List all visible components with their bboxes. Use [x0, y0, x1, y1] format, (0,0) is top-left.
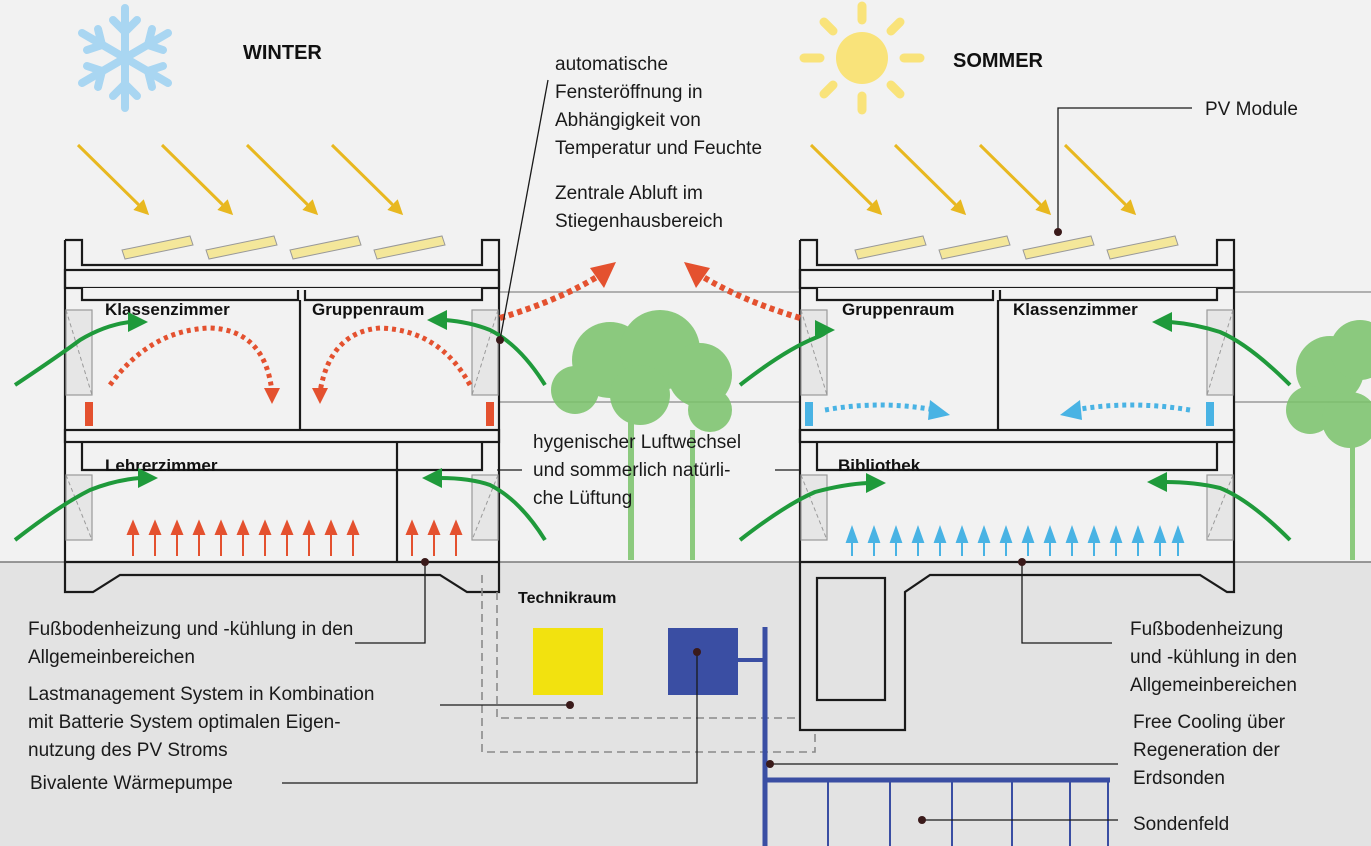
battery-system-icon	[533, 628, 603, 695]
pv-panels-summer	[854, 235, 1179, 260]
tree-icon	[551, 310, 732, 560]
floor-cooling-arrows	[845, 525, 1185, 556]
svg-text:Zentrale Abluft im: Zentrale Abluft im	[555, 183, 703, 204]
room-klassenzimmer-summer: Klassenzimmer	[1013, 300, 1138, 319]
svg-text:Abhängigkeit von: Abhängigkeit von	[555, 110, 701, 131]
svg-text:Stiegenhausbereich: Stiegenhausbereich	[555, 211, 723, 232]
svg-text:Allgemeinbereichen: Allgemeinbereichen	[1130, 675, 1297, 696]
cooler-icon	[805, 402, 813, 426]
floor-heating-arrows	[126, 519, 463, 556]
annotation-heat-pump: Bivalente Wärmepumpe	[30, 773, 233, 794]
winter-building	[63, 238, 501, 594]
warm-air-arrows	[107, 262, 801, 404]
annotation-probe-field: Sondenfeld	[1133, 814, 1229, 835]
season-winter-label: WINTER	[243, 42, 322, 64]
svg-text:Fußbodenheizung und -kühlung i: Fußbodenheizung und -kühlung in den	[28, 619, 353, 640]
room-gruppenraum-winter: Gruppenraum	[312, 300, 424, 319]
annotation-load-management: Lastmanagement System in Kombination mit…	[28, 684, 374, 761]
svg-text:und -kühlung in den: und -kühlung in den	[1130, 647, 1297, 668]
fresh-air-arrowheads	[128, 310, 1172, 493]
summer-building	[798, 238, 1236, 732]
room-bibliothek: Bibliothek	[838, 456, 921, 475]
pv-panels-winter	[121, 235, 446, 260]
annotation-exhaust: Zentrale Abluft im Stiegenhausbereich	[555, 183, 723, 232]
sun-rays-winter	[76, 143, 404, 216]
annotation-floor-left: Fußbodenheizung und -kühlung in den Allg…	[28, 619, 353, 668]
annotation-window-opening: automatische Fensteröffnung in Abhängigk…	[555, 54, 762, 159]
room-klassenzimmer-winter: Klassenzimmer	[105, 300, 230, 319]
svg-text:Fußbodenheizung: Fußbodenheizung	[1130, 619, 1283, 640]
ground-probe-field	[738, 627, 1110, 846]
svg-text:Temperatur und Feuchte: Temperatur und Feuchte	[555, 138, 762, 159]
svg-text:Regeneration der: Regeneration der	[1133, 740, 1280, 761]
annotation-floor-right: Fußbodenheizung und -kühlung in den Allg…	[1130, 619, 1297, 696]
technikraum-label: Technikraum	[518, 590, 616, 607]
svg-text:Fensteröffnung in: Fensteröffnung in	[555, 82, 703, 103]
svg-text:nutzung des PV Stroms: nutzung des PV Stroms	[28, 740, 228, 761]
svg-text:che Lüftung: che Lüftung	[533, 488, 632, 509]
technik-room: Technikraum	[481, 575, 816, 753]
heat-pump-icon	[668, 628, 738, 695]
tree-icon-right	[1286, 320, 1371, 560]
svg-text:Free Cooling über: Free Cooling über	[1133, 712, 1286, 733]
season-summer-label: SOMMER	[953, 50, 1044, 72]
svg-text:mit Batterie System optimalen: mit Batterie System optimalen Eigen-	[28, 712, 341, 733]
svg-text:und sommerlich natürli-: und sommerlich natürli-	[533, 460, 730, 481]
svg-text:hygenischer Luftwechsel: hygenischer Luftwechsel	[533, 432, 741, 453]
annotation-free-cooling: Free Cooling über Regeneration der Erdso…	[1133, 712, 1286, 789]
cooler-icon	[1206, 402, 1214, 426]
annotation-pv: PV Module	[1205, 99, 1298, 120]
leader-lines	[282, 79, 1192, 824]
sun-icon	[799, 1, 925, 115]
ground-area	[0, 562, 1371, 846]
room-gruppenraum-summer: Gruppenraum	[842, 300, 954, 319]
cool-air-arrows	[824, 400, 1191, 420]
sun-rays-summer	[809, 143, 1137, 216]
heater-icon	[85, 402, 93, 426]
heater-icon	[486, 402, 494, 426]
annotation-ventilation: hygenischer Luftwechsel und sommerlich n…	[533, 432, 741, 509]
snowflake-icon	[78, 4, 172, 112]
svg-text:Erdsonden: Erdsonden	[1133, 768, 1225, 789]
svg-text:automatische: automatische	[555, 54, 668, 75]
svg-text:Lastmanagement System in Kombi: Lastmanagement System in Kombination	[28, 684, 374, 705]
svg-text:Allgemeinbereichen: Allgemeinbereichen	[28, 647, 195, 668]
room-lehrerzimmer: Lehrerzimmer	[105, 456, 218, 475]
